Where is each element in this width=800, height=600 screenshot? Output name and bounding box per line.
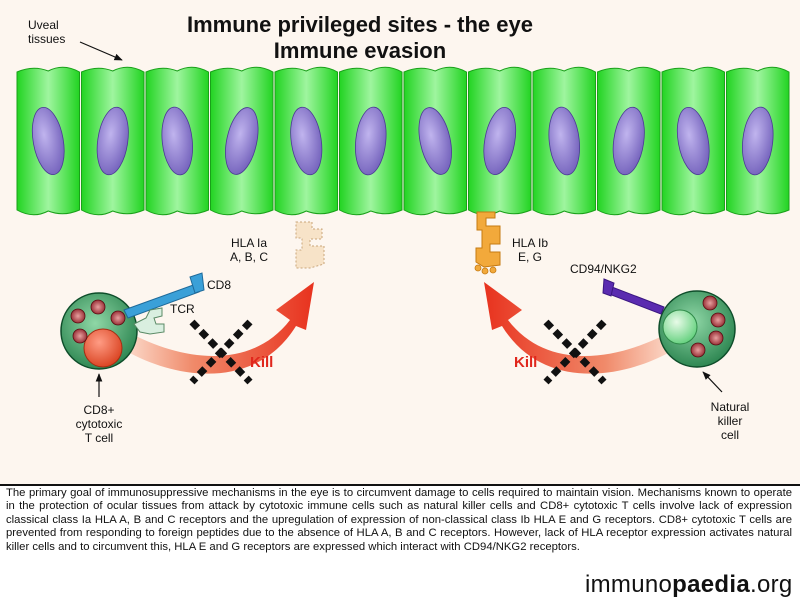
cell-nucleus bbox=[548, 106, 580, 176]
kill-arrow-right bbox=[484, 282, 670, 374]
label-kill-left: Kill bbox=[250, 354, 274, 371]
uveal-cell-layer bbox=[16, 66, 790, 216]
tcr-receptor bbox=[133, 307, 165, 335]
cell-nucleus bbox=[31, 107, 65, 175]
diagram-art bbox=[16, 41, 790, 397]
cell-nucleus bbox=[612, 106, 645, 176]
caption-text: The primary goal of immunosuppressive me… bbox=[6, 487, 792, 553]
hla-ib-receptor bbox=[474, 211, 501, 275]
cell-nucleus bbox=[96, 106, 129, 176]
granule bbox=[72, 328, 88, 344]
cd8-t-cell bbox=[60, 292, 138, 370]
label-cd8: CD8 bbox=[207, 278, 232, 292]
page-title: Immune privileged sites - the eye bbox=[186, 12, 533, 37]
granule bbox=[710, 312, 726, 328]
cd94-nkg2-receptor bbox=[602, 278, 665, 315]
cell-nucleus bbox=[742, 106, 774, 176]
label-kill-right: Kill bbox=[514, 354, 538, 371]
uveal-pointer bbox=[79, 41, 123, 61]
cell-nucleus bbox=[418, 107, 452, 175]
cell-nucleus bbox=[161, 106, 193, 176]
label-hla-ia: HLA Ia A, B, C bbox=[230, 236, 269, 264]
label-nk-cell: Natural killer cell bbox=[710, 400, 750, 442]
cell-nucleus bbox=[676, 107, 710, 175]
granule bbox=[702, 295, 718, 311]
cell-nucleus bbox=[355, 106, 387, 176]
block-mark-right bbox=[543, 319, 607, 385]
granule bbox=[70, 308, 86, 324]
label-cd8-t-cell: CD8+ cytotoxic T cell bbox=[75, 403, 123, 445]
label-uveal-tissues: Uveal tissues bbox=[28, 18, 66, 46]
granule bbox=[110, 310, 126, 326]
label-hla-ib: HLA Ib E, G bbox=[512, 236, 549, 264]
nk-cell bbox=[658, 290, 736, 368]
granule bbox=[690, 342, 706, 358]
granule bbox=[708, 330, 724, 346]
cell-nucleus bbox=[483, 107, 517, 175]
cell-nucleus bbox=[225, 107, 259, 175]
block-mark-left bbox=[189, 319, 253, 385]
granule bbox=[90, 299, 106, 315]
cd8-coreceptor bbox=[123, 272, 205, 319]
caption-divider bbox=[0, 484, 800, 486]
hla-ia-receptor bbox=[295, 221, 325, 269]
page-subtitle: Immune evasion bbox=[273, 38, 447, 63]
immunopaedia-logo: immunopaedia.org bbox=[585, 571, 793, 598]
kill-arrow-left bbox=[128, 282, 314, 374]
label-tcr: TCR bbox=[170, 302, 195, 316]
cell-nucleus bbox=[290, 106, 323, 176]
nk-pointer bbox=[702, 371, 723, 393]
label-cd94-nkg2: CD94/NKG2 bbox=[570, 262, 637, 276]
